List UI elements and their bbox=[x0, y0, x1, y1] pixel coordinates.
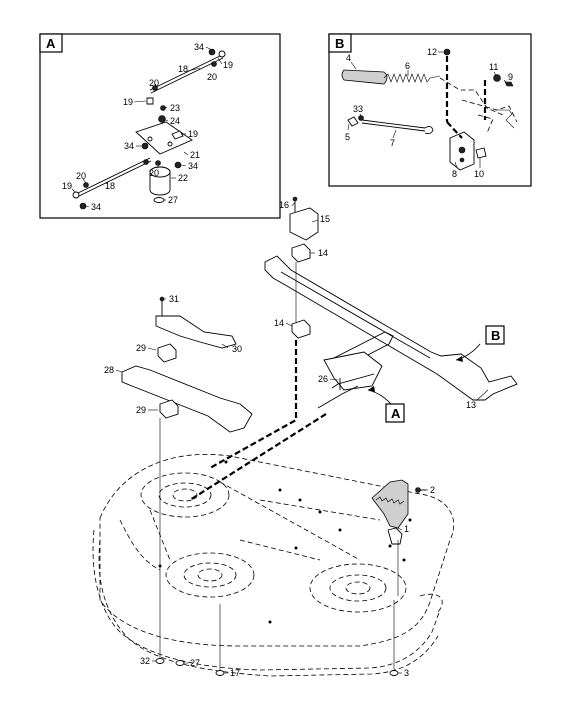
inset-a-label-18-bottom: 18 bbox=[105, 181, 115, 191]
callout-a-label: A bbox=[391, 406, 401, 421]
inset-b-label-10: 10 bbox=[474, 169, 484, 179]
label-32: 32 bbox=[140, 656, 150, 666]
label-26: 26 bbox=[318, 374, 328, 384]
inset-a-label-20-mid: 20 bbox=[149, 168, 159, 178]
inset-b-label-12: 12 bbox=[427, 47, 437, 57]
label-17: 17 bbox=[230, 668, 240, 678]
inset-b-label-6: 6 bbox=[405, 61, 410, 71]
inset-a-label-23: 23 bbox=[170, 103, 180, 113]
label-14-top: 14 bbox=[318, 248, 328, 258]
inset-a-label-27: 27 bbox=[168, 195, 178, 205]
inset-b-label-5: 5 bbox=[345, 132, 350, 142]
main-leaders bbox=[115, 201, 489, 674]
label-2: 2 bbox=[430, 485, 435, 495]
label-30: 30 bbox=[232, 344, 242, 354]
inset-b-label-7: 7 bbox=[390, 138, 395, 148]
label-27: 27 bbox=[190, 658, 200, 668]
inset-a-label-20-top-right: 20 bbox=[207, 72, 217, 82]
inset-a-label-34-top: 34 bbox=[194, 42, 204, 52]
inset-a-label-19-right: 19 bbox=[188, 129, 198, 139]
inset-a: A bbox=[39, 33, 281, 219]
callout-b: B bbox=[485, 325, 505, 345]
inset-a-label-19-top: 19 bbox=[223, 60, 233, 70]
label-14-lower: 14 bbox=[274, 318, 284, 328]
inset-a-label-34-right: 34 bbox=[188, 161, 198, 171]
inset-a-label-21: 21 bbox=[190, 150, 200, 160]
inset-a-label-20-bottom: 20 bbox=[76, 171, 86, 181]
mower-deck bbox=[92, 454, 455, 677]
inset-a-label-34-left: 34 bbox=[124, 141, 134, 151]
inset-a-label-19-mid: 19 bbox=[123, 97, 133, 107]
inset-a-label-34-bottom: 34 bbox=[91, 202, 101, 212]
label-16: 16 bbox=[279, 200, 289, 210]
label-31: 31 bbox=[169, 294, 179, 304]
inset-a-label-20-top-left: 20 bbox=[149, 78, 159, 88]
inset-b-label-33: 33 bbox=[353, 104, 363, 114]
label-29-top: 29 bbox=[136, 343, 146, 353]
inset-a-label-24: 24 bbox=[170, 116, 180, 126]
inset-b-title: B bbox=[335, 36, 344, 51]
height-sector-plate bbox=[371, 479, 426, 596]
label-13: 13 bbox=[466, 400, 476, 410]
label-28: 28 bbox=[104, 365, 114, 375]
inset-b-label-11: 11 bbox=[489, 62, 498, 72]
label-3: 3 bbox=[404, 668, 409, 678]
lift-shaft-assembly bbox=[264, 196, 518, 409]
callout-b-label: B bbox=[491, 328, 500, 343]
callout-a: A bbox=[385, 403, 405, 423]
inset-b-label-8: 8 bbox=[452, 169, 457, 179]
inset-b: B bbox=[328, 33, 532, 187]
inset-b-label-4: 4 bbox=[346, 53, 351, 63]
inset-b-label-9: 9 bbox=[508, 72, 513, 82]
label-15: 15 bbox=[320, 214, 330, 224]
main-labels: 16 15 14 31 14 30 29 28 26 13 29 2 1 32 … bbox=[104, 200, 476, 678]
inset-a-label-22: 22 bbox=[178, 173, 188, 183]
inset-a-label-18-top: 18 bbox=[178, 64, 188, 74]
deck-hanger-assembly bbox=[121, 296, 253, 560]
inset-a-title: A bbox=[46, 36, 56, 51]
inset-a-label-19-bottom: 19 bbox=[62, 181, 72, 191]
label-1: 1 bbox=[404, 524, 409, 534]
label-29-bottom: 29 bbox=[136, 405, 146, 415]
